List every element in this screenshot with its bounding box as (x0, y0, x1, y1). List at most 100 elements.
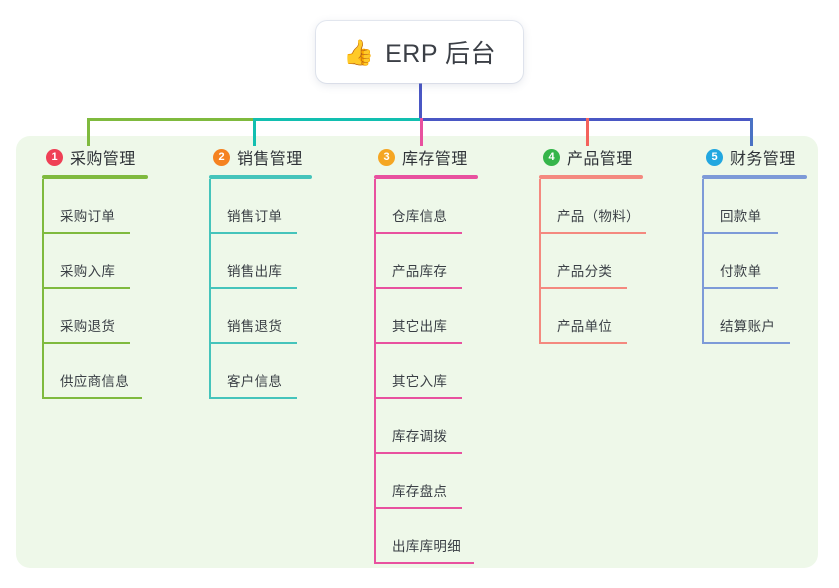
connector-drop-sales (253, 118, 256, 146)
leaf-item-label: 出库库明细 (392, 539, 461, 554)
branch-items-sales: 销售订单销售出库销售退货客户信息 (209, 179, 312, 399)
leaf-item-label: 产品分类 (557, 264, 613, 279)
leaf-item-rule (209, 232, 297, 234)
branch-spine (42, 179, 44, 399)
leaf-item[interactable]: 付款单 (702, 234, 807, 289)
leaf-item[interactable]: 客户信息 (209, 344, 312, 399)
leaf-item-label: 产品（物料） (557, 209, 640, 224)
branch-panel-background (16, 136, 818, 568)
branch-sales[interactable]: 2 销售管理销售订单销售出库销售退货客户信息 (209, 144, 312, 399)
leaf-item[interactable]: 供应商信息 (42, 344, 148, 399)
leaf-item-rule (539, 232, 646, 234)
leaf-item-rule (374, 397, 462, 399)
leaf-item-label: 销售订单 (227, 209, 283, 224)
leaf-item[interactable]: 销售出库 (209, 234, 312, 289)
leaf-item-rule (374, 562, 474, 564)
leaf-item[interactable]: 其它出库 (374, 289, 478, 344)
branch-number-badge: 5 (706, 148, 723, 166)
branch-spine (539, 179, 541, 344)
leaf-item[interactable]: 产品库存 (374, 234, 478, 289)
root-node[interactable]: 👍 ERP 后台 (316, 21, 523, 83)
branch-header-rule (702, 175, 807, 179)
leaf-item-label: 采购退货 (60, 319, 116, 334)
branch-header-sales[interactable]: 2 销售管理 (209, 144, 312, 170)
connector-drop-product (586, 118, 589, 146)
leaf-item-label: 产品库存 (392, 264, 448, 279)
leaf-item-label: 采购订单 (60, 209, 116, 224)
leaf-item-rule (209, 342, 297, 344)
leaf-item-label: 付款单 (720, 264, 762, 279)
thumbs-up-icon: 👍 (342, 38, 375, 67)
leaf-item[interactable]: 采购订单 (42, 179, 148, 234)
leaf-item-rule (374, 287, 462, 289)
branch-title-sales: 销售管理 (237, 151, 303, 168)
branch-finance[interactable]: 5 财务管理回款单付款单结算账户 (702, 144, 807, 344)
branch-items-inventory: 仓库信息产品库存其它出库其它入库库存调拨库存盘点出库库明细 (374, 179, 478, 564)
branch-number-badge: 2 (213, 148, 230, 166)
leaf-item[interactable]: 销售退货 (209, 289, 312, 344)
branch-title-product: 产品管理 (567, 151, 633, 168)
connector-bus-teal (254, 118, 421, 121)
leaf-item-label: 仓库信息 (392, 209, 448, 224)
branch-header-inventory[interactable]: 3 库存管理 (374, 144, 478, 170)
root-node-label: ERP 后台 (385, 40, 497, 68)
leaf-item[interactable]: 出库库明细 (374, 509, 478, 564)
leaf-item[interactable]: 产品分类 (539, 234, 643, 289)
branch-title-finance: 财务管理 (730, 151, 796, 168)
leaf-item-rule (209, 397, 297, 399)
leaf-item[interactable]: 采购入库 (42, 234, 148, 289)
leaf-item-rule (702, 232, 778, 234)
branch-items-product: 产品（物料） 产品分类产品单位 (539, 179, 646, 344)
connector-trunk (419, 83, 422, 121)
leaf-item[interactable]: 销售订单 (209, 179, 312, 234)
leaf-item-label: 销售出库 (227, 264, 283, 279)
branch-items-finance: 回款单付款单结算账户 (702, 179, 807, 344)
leaf-item[interactable]: 产品（物料） (539, 179, 646, 234)
branch-header-rule (374, 175, 478, 179)
leaf-item-label: 产品单位 (557, 319, 613, 334)
branch-items-purchase: 采购订单采购入库采购退货供应商信息 (42, 179, 148, 399)
leaf-item[interactable]: 库存调拨 (374, 399, 478, 454)
leaf-item[interactable]: 其它入库 (374, 344, 478, 399)
leaf-item[interactable]: 结算账户 (702, 289, 807, 344)
leaf-item[interactable]: 回款单 (702, 179, 807, 234)
branch-header-rule (539, 175, 643, 179)
branch-header-finance[interactable]: 5 财务管理 (702, 144, 807, 170)
connector-bus-green (87, 118, 254, 121)
leaf-item-rule (374, 232, 462, 234)
leaf-item-rule (374, 342, 462, 344)
leaf-item-label: 采购入库 (60, 264, 116, 279)
leaf-item-label: 销售退货 (227, 319, 283, 334)
leaf-item[interactable]: 库存盘点 (374, 454, 478, 509)
leaf-item-rule (42, 287, 130, 289)
leaf-item-rule (42, 232, 130, 234)
leaf-item-label: 库存调拨 (392, 429, 448, 444)
connector-drop-purchase (87, 118, 90, 146)
leaf-item-rule (374, 507, 462, 509)
branch-inventory[interactable]: 3 库存管理仓库信息产品库存其它出库其它入库库存调拨库存盘点出库库明细 (374, 144, 478, 564)
leaf-item-label: 其它出库 (392, 319, 448, 334)
branch-number-badge: 3 (378, 148, 395, 166)
leaf-item-rule (539, 287, 627, 289)
leaf-item-rule (702, 287, 778, 289)
leaf-item-rule (42, 397, 142, 399)
leaf-item-rule (42, 342, 130, 344)
leaf-item[interactable]: 仓库信息 (374, 179, 478, 234)
leaf-item[interactable]: 产品单位 (539, 289, 643, 344)
leaf-item-label: 客户信息 (227, 374, 283, 389)
branch-number-badge: 1 (46, 148, 63, 166)
leaf-item-label: 结算账户 (720, 319, 776, 334)
leaf-item[interactable]: 采购退货 (42, 289, 148, 344)
branch-title-inventory: 库存管理 (402, 151, 468, 168)
leaf-item-label: 供应商信息 (60, 374, 129, 389)
branch-header-rule (42, 175, 148, 179)
branch-spine (702, 179, 704, 344)
branch-spine (374, 179, 376, 564)
branch-spine (209, 179, 211, 399)
leaf-item-rule (702, 342, 790, 344)
